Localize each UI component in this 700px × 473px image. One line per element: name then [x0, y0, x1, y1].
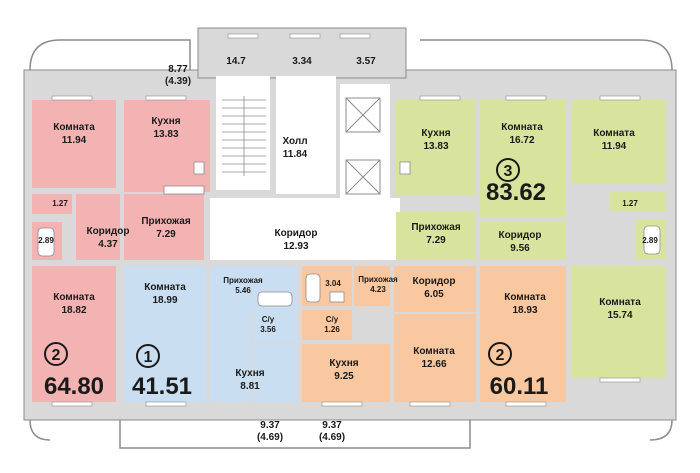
stair-room: [216, 76, 270, 190]
blue-hall-area: 5.46: [235, 286, 251, 295]
blue-wc-area: 3.56: [260, 325, 276, 334]
hall-name: Холл: [282, 136, 307, 147]
pink-wc-area: 1.27: [52, 199, 68, 208]
fixtures: [37, 161, 661, 307]
top-room-1-area: 14.7: [226, 56, 246, 67]
balcony-bottom-right-area: 9.37: [322, 420, 342, 431]
balcony-top-area-half: (4.39): [165, 76, 191, 87]
pink-room-1-area: 11.94: [62, 135, 87, 146]
blue-total-area: 41.51: [132, 373, 192, 400]
green-room-1-area: 16.72: [509, 135, 534, 146]
hall-area: 11.84: [283, 149, 308, 160]
pink-rooms-count: 2: [52, 347, 61, 364]
windows: [51, 33, 641, 407]
pink-room-2-name: Комната: [53, 292, 95, 303]
apartment-right-2room: [302, 266, 566, 402]
pink-hall-area: 7.29: [156, 229, 176, 240]
pink-kitchen-area: 13.83: [153, 129, 178, 140]
green-total-area: 83.62: [486, 179, 546, 206]
hall-room: [276, 76, 336, 194]
green-room-3-area: 15.74: [607, 310, 632, 321]
balcony-bottom-right-curve: [649, 419, 673, 441]
pink-bath-area: 2.89: [38, 236, 54, 245]
orange-kitchen-area: 9.25: [334, 371, 354, 382]
balcony-top-area: 8.77: [168, 64, 188, 75]
green-hall-name: Прихожая: [411, 222, 461, 233]
corridor-name: Коридор: [274, 228, 317, 239]
apartment-1room: [124, 266, 298, 402]
orange-circle: [488, 342, 512, 366]
blue-kitchen-name: Кухня: [235, 368, 264, 379]
orange-room-1-area: 12.66: [421, 359, 446, 370]
pink-corridor-name: Коридор: [86, 226, 129, 237]
blue-circle: [136, 344, 160, 368]
balcony-bottom-left-curve: [29, 419, 51, 441]
orange-wc-area: 1.26: [324, 325, 340, 334]
green-room-1-name: Комната: [501, 122, 543, 133]
balcony-bottom-left-area: 9.37: [260, 420, 280, 431]
orange-room-2-name: Комната: [504, 292, 546, 303]
balcony-bottom: [119, 420, 471, 449]
blue-room-area: 18.99: [152, 295, 177, 306]
balcony-top-left: [29, 39, 191, 71]
pink-room-2-area: 18.82: [61, 305, 86, 316]
blue-wc-name: С/у: [262, 315, 275, 324]
green-room-2-name: Комната: [593, 128, 635, 139]
green-circle: [496, 158, 520, 182]
green-corridor-name: Коридор: [498, 230, 541, 241]
blue-rooms-count: 1: [144, 349, 153, 366]
corridor-room: [210, 198, 400, 260]
green-hall-area: 7.29: [426, 235, 446, 246]
green-room-2-area: 11.94: [602, 141, 627, 152]
elevator-room: [340, 84, 390, 202]
balcony-top-right: [420, 39, 673, 71]
pink-corridor-area: 4.37: [98, 239, 118, 250]
orange-rooms-count: 2: [496, 347, 505, 364]
orange-hall-name: Прихожая: [358, 275, 398, 284]
pink-total-area: 64.80: [44, 373, 104, 400]
pink-room-1-name: Комната: [53, 122, 95, 133]
orange-total-area: 60.11: [490, 373, 549, 400]
blue-room-name: Комната: [144, 282, 186, 293]
orange-room-1-name: Комната: [413, 346, 455, 357]
green-kitchen-name: Кухня: [421, 128, 450, 139]
corridor-area: 12.93: [283, 241, 308, 252]
orange-hall-area: 4.23: [370, 285, 386, 294]
green-kitchen-area: 13.83: [423, 141, 448, 152]
orange-wc-name: С/у: [326, 315, 339, 324]
top-room-3-area: 3.57: [356, 56, 376, 67]
elevator-shafts: [345, 97, 381, 195]
balcony-bottom-left-area-half: (4.69): [257, 432, 283, 443]
orange-storage-area: 3.04: [325, 279, 341, 288]
balcony-bottom-right-area-half: (4.69): [319, 432, 345, 443]
top-room-2-area: 3.34: [292, 56, 312, 67]
pink-circle: [44, 342, 68, 366]
blue-kitchen-area: 8.81: [240, 381, 260, 392]
green-room-3-name: Комната: [599, 297, 641, 308]
stairs: [222, 96, 266, 176]
green-rooms-count: 3: [504, 163, 513, 180]
orange-corridor-name: Коридор: [412, 276, 455, 287]
green-corridor-area: 9.56: [510, 243, 530, 254]
pink-hall-name: Прихожая: [141, 216, 191, 227]
pink-kitchen-name: Кухня: [151, 116, 180, 127]
green-wc-area: 1.27: [622, 199, 638, 208]
orange-room-2-area: 18.93: [512, 305, 537, 316]
blue-hall-name: Прихожая: [223, 276, 263, 285]
green-bath-area: 2.89: [642, 236, 658, 245]
orange-corridor-area: 6.05: [424, 289, 444, 300]
orange-kitchen-name: Кухня: [329, 358, 358, 369]
